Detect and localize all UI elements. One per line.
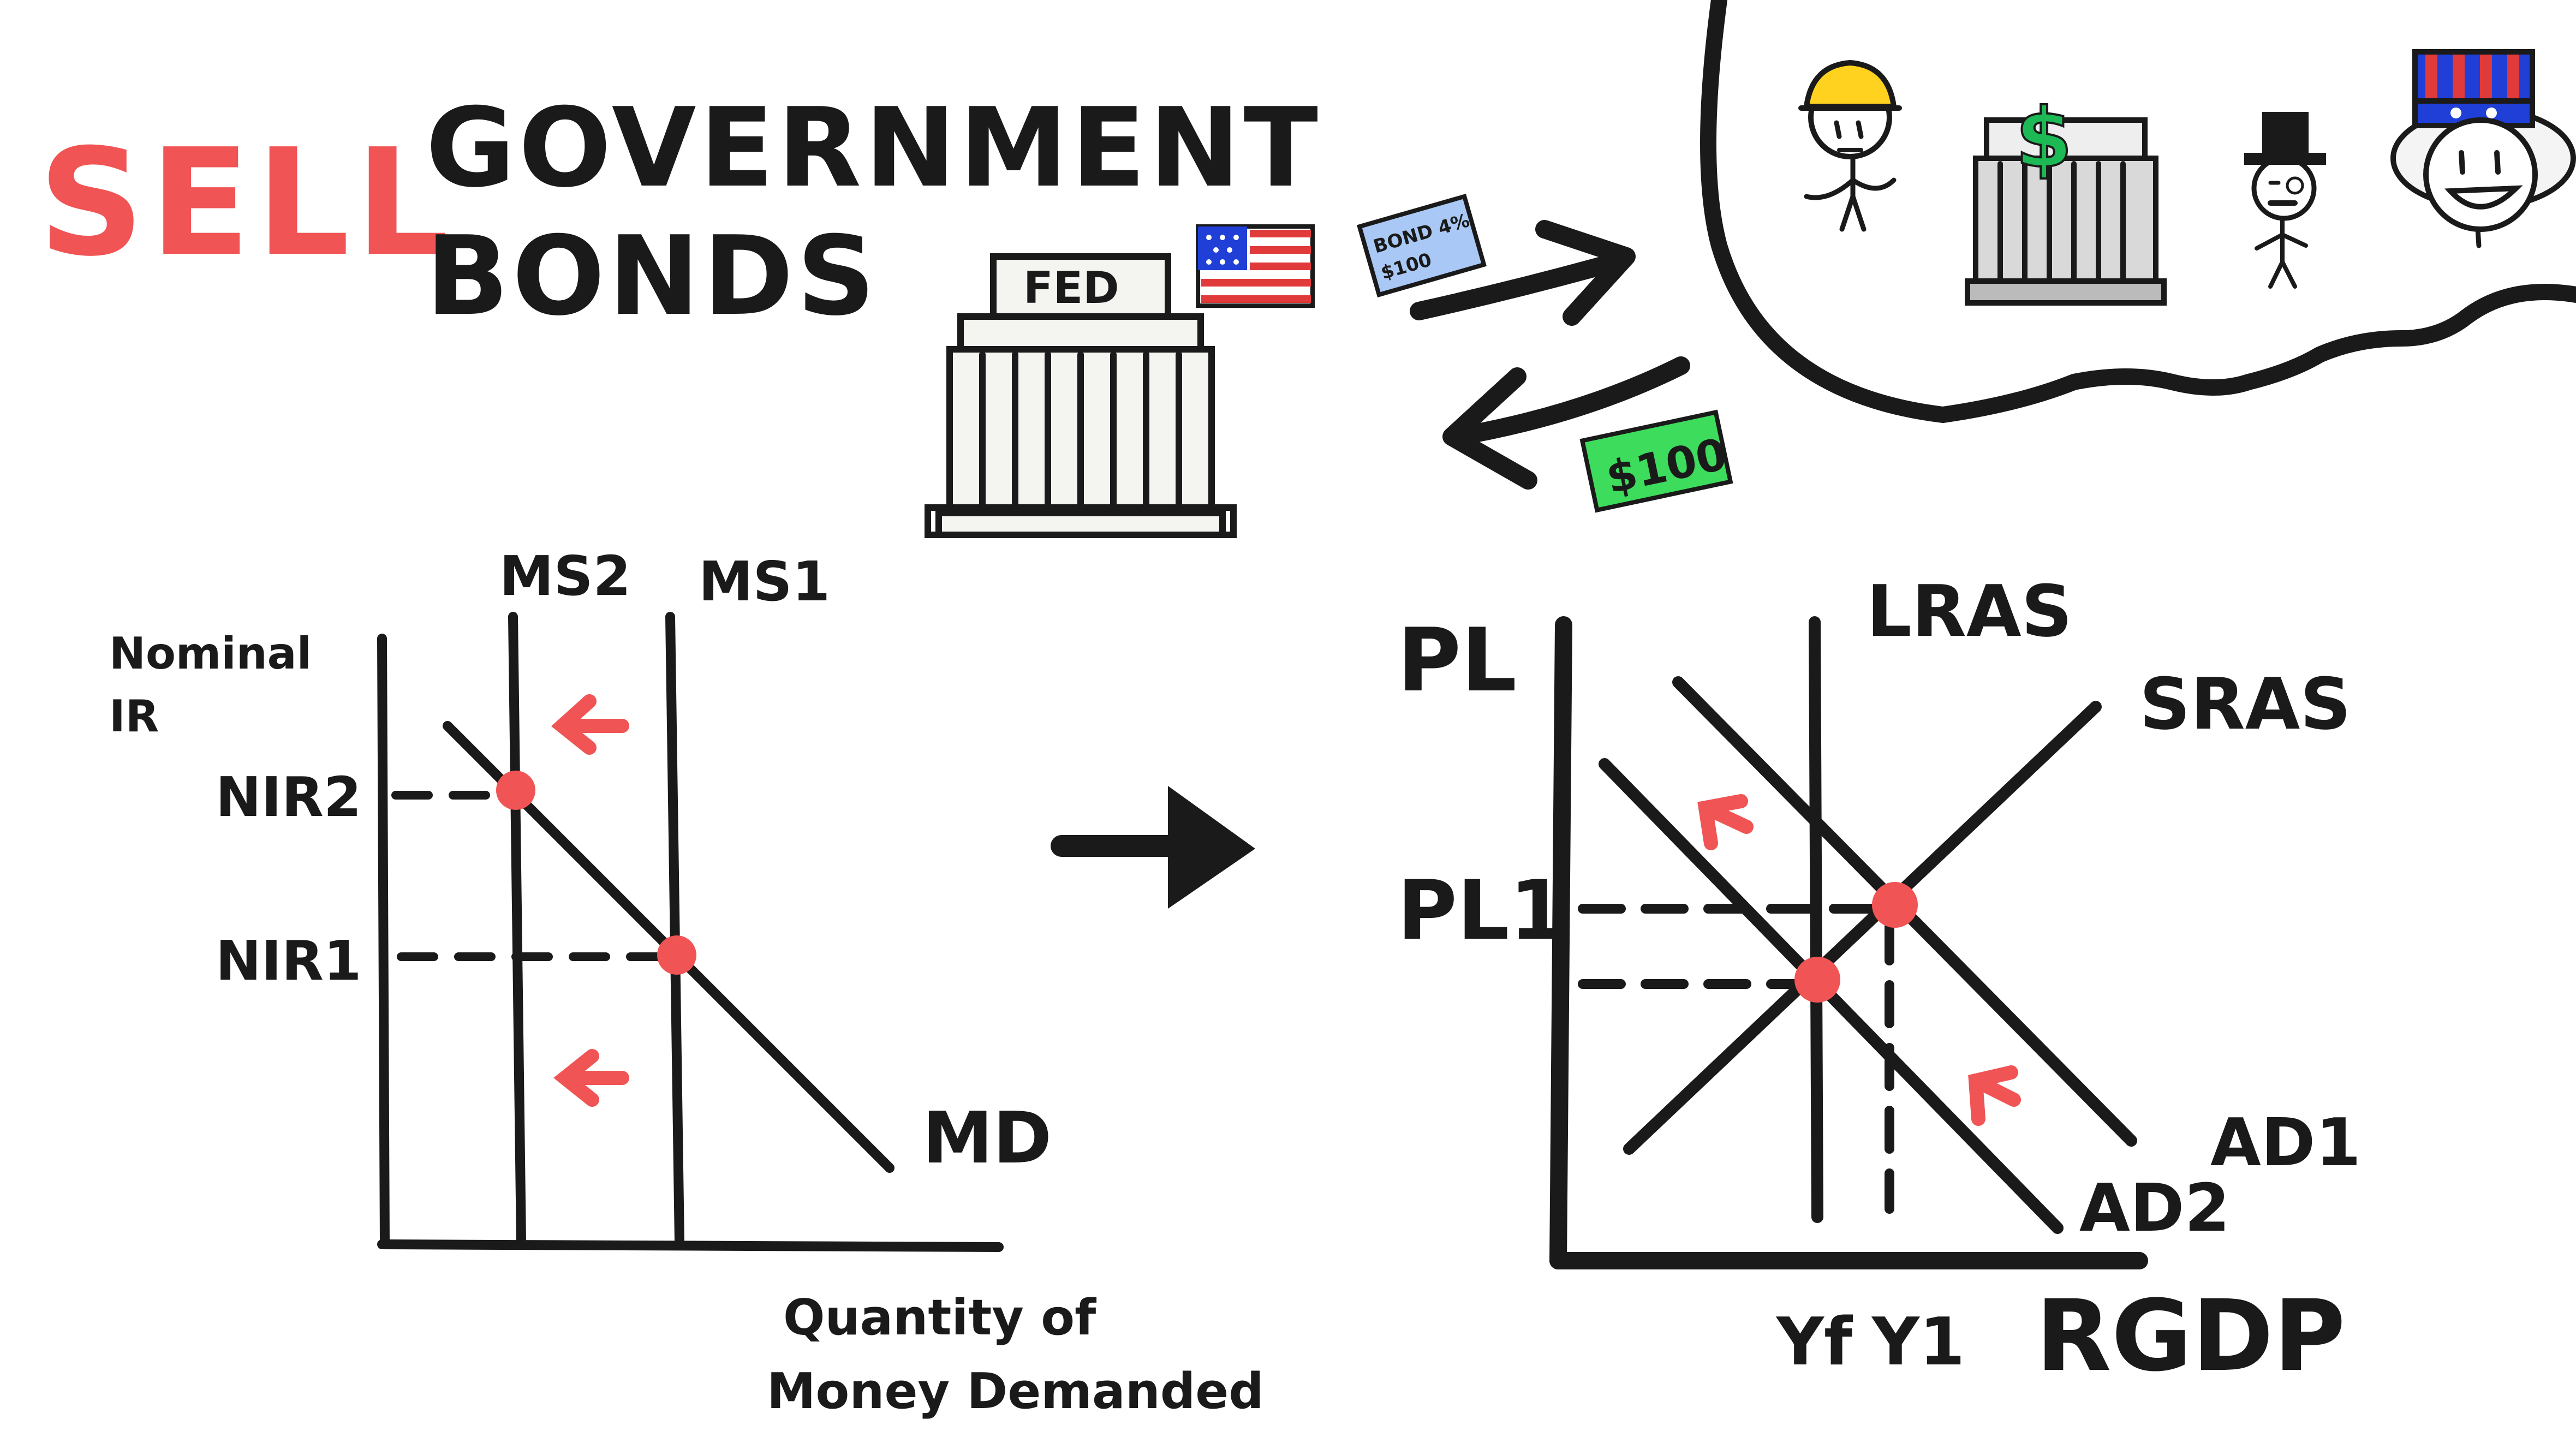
title-sell: SELL xyxy=(38,117,455,289)
title-bonds: BONDS xyxy=(426,213,879,340)
mm-x-label-line2: Money Demanded xyxy=(767,1363,1264,1420)
svg-text:$: $ xyxy=(2016,91,2072,186)
shift-arrow-icon xyxy=(551,694,629,1107)
yf-label: Yf xyxy=(1775,1304,1853,1380)
arrow-to-public xyxy=(1410,220,1636,326)
sras-label: SRAS xyxy=(2139,663,2351,746)
top-hat-person-icon xyxy=(2244,112,2326,289)
adas-y-axis xyxy=(1549,616,1572,1269)
nir1-label: NIR1 xyxy=(216,929,361,993)
bond-card-icon xyxy=(1357,194,1487,297)
mm-y-axis xyxy=(377,634,390,1249)
mm-y-label-line2: IR xyxy=(109,691,159,742)
ms2-curve xyxy=(508,612,526,1247)
lras-curve xyxy=(1809,616,1823,1223)
ms2-label: MS2 xyxy=(499,544,631,608)
equilibrium-new xyxy=(1794,957,1840,1003)
money-market-graph xyxy=(377,612,1004,1252)
md-label: MD xyxy=(922,1096,1052,1179)
adas-y-label: PL xyxy=(1397,609,1517,711)
us-flag-icon xyxy=(1196,224,1315,308)
fed-building-icon xyxy=(925,253,1237,538)
shift-arrow-icon xyxy=(1697,794,1754,850)
ms1-label: MS1 xyxy=(699,550,830,613)
y1-label: Y1 xyxy=(1871,1304,1965,1380)
adas-x-label: RGDP xyxy=(2036,1279,2346,1393)
ad1-label: AD1 xyxy=(2210,1105,2361,1181)
worker-icon xyxy=(1798,59,1902,232)
ad-as-graph xyxy=(1549,616,2148,1269)
arrow-to-fed xyxy=(1442,356,1690,490)
public-region-border xyxy=(1700,0,2576,423)
uncle-sam-icon xyxy=(2390,49,2576,248)
fed-label: FED xyxy=(1023,263,1119,313)
title-government: GOVERNMENT xyxy=(426,85,1321,212)
mm-x-axis xyxy=(377,1239,1004,1252)
transition-arrow xyxy=(1051,786,1255,909)
lras-label: LRAS xyxy=(1867,570,2072,653)
cash-note-icon xyxy=(1579,409,1733,513)
bank-icon: $ xyxy=(1965,90,2167,306)
equilibrium-nir1 xyxy=(657,935,696,975)
nir2-label: NIR2 xyxy=(216,765,361,829)
ad2-label: AD2 xyxy=(2079,1171,2230,1247)
ms1-curve xyxy=(665,612,684,1247)
mm-y-label-line1: Nominal xyxy=(109,628,312,679)
equilibrium-initial xyxy=(1872,882,1918,928)
pl1-label: PL1 xyxy=(1397,863,1566,958)
sras-curve xyxy=(1623,701,2102,1155)
mm-x-label-line1: Quantity of xyxy=(783,1289,1096,1346)
equilibrium-nir2 xyxy=(496,771,535,810)
shift-arrow-icon xyxy=(1968,1065,2021,1126)
